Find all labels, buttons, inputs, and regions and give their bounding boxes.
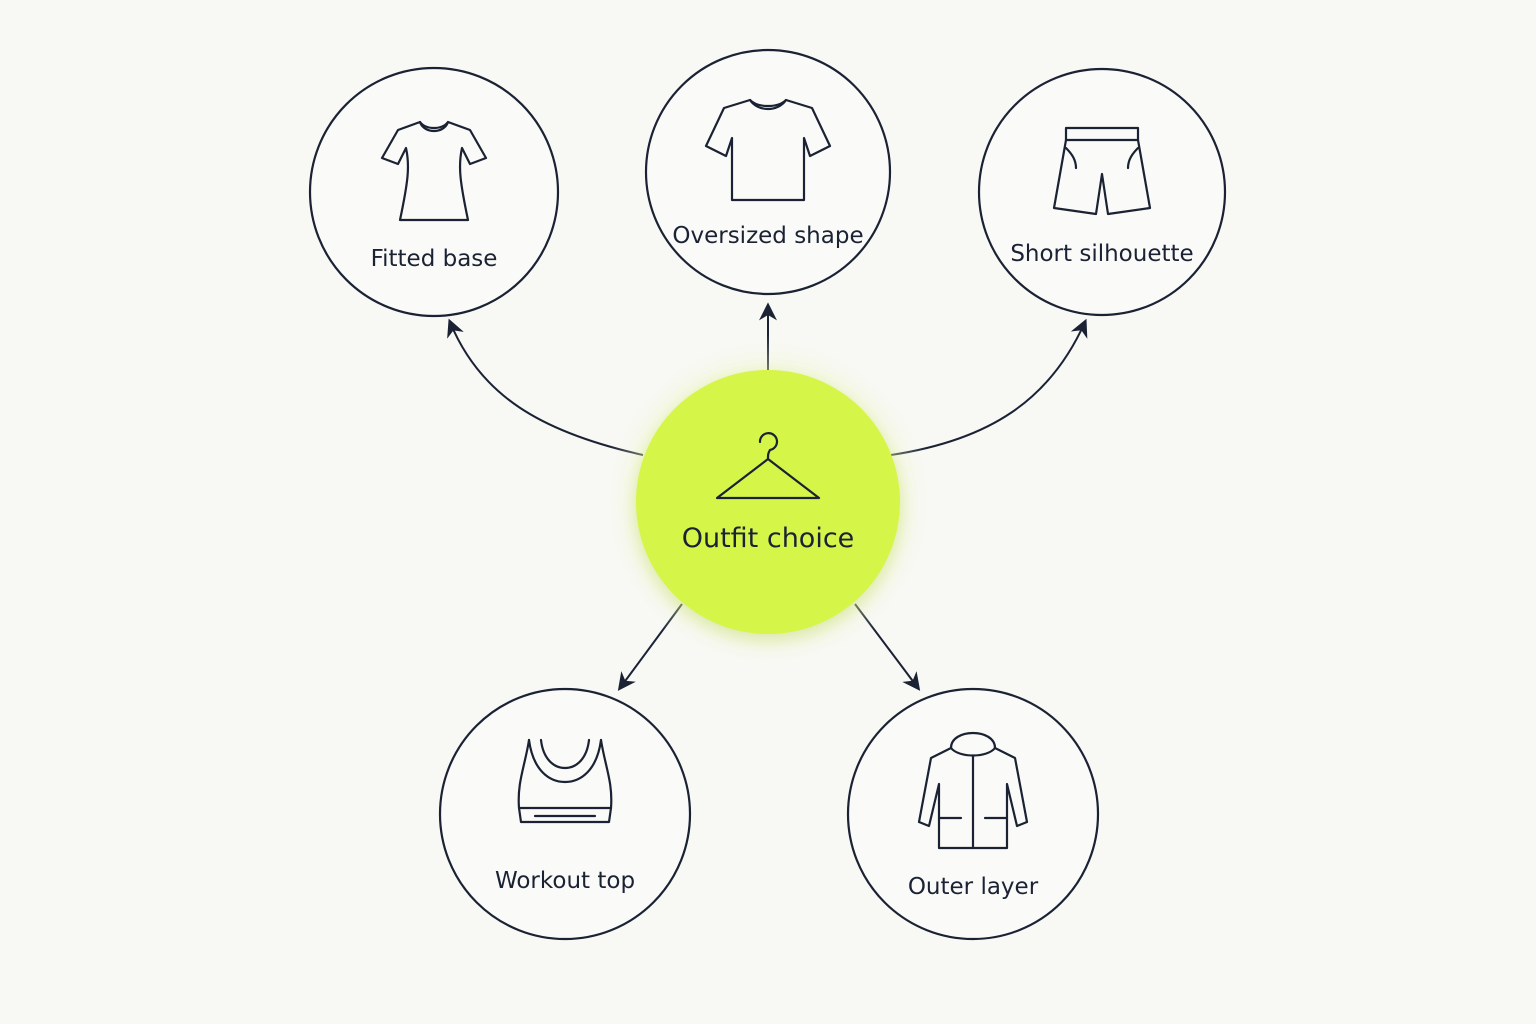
center-disc xyxy=(636,370,900,634)
sports-bra-icon xyxy=(517,738,613,824)
shorts-icon xyxy=(1052,126,1152,216)
node-fitted-base[interactable]: Fitted base xyxy=(308,66,560,318)
node-label-outer-layer: Outer layer xyxy=(908,874,1039,900)
fitted-tshirt-icon xyxy=(380,120,488,222)
node-ring xyxy=(308,66,560,318)
connector-to-fitted-base xyxy=(447,318,644,456)
node-label-workout-top: Workout top xyxy=(495,868,635,894)
node-outer-layer[interactable]: Outer layer xyxy=(846,687,1100,941)
hanger-icon xyxy=(715,432,821,500)
node-label-fitted-base: Fitted base xyxy=(371,246,498,272)
node-short-silhouette[interactable]: Short silhouette xyxy=(977,67,1227,317)
node-ring xyxy=(977,67,1227,317)
oversized-tshirt-icon xyxy=(704,98,832,202)
node-label-short-silhouette: Short silhouette xyxy=(1010,241,1193,267)
node-workout-top[interactable]: Workout top xyxy=(438,687,692,941)
node-ring xyxy=(644,48,892,296)
node-oversized-shape[interactable]: Oversized shape xyxy=(644,48,892,296)
center-label: Outfit choice xyxy=(682,523,855,554)
center-node[interactable]: Outfit choice xyxy=(600,334,936,670)
node-label-oversized-shape: Oversized shape xyxy=(672,223,863,249)
hooded-jacket-icon xyxy=(917,731,1029,850)
node-ring xyxy=(438,687,692,941)
